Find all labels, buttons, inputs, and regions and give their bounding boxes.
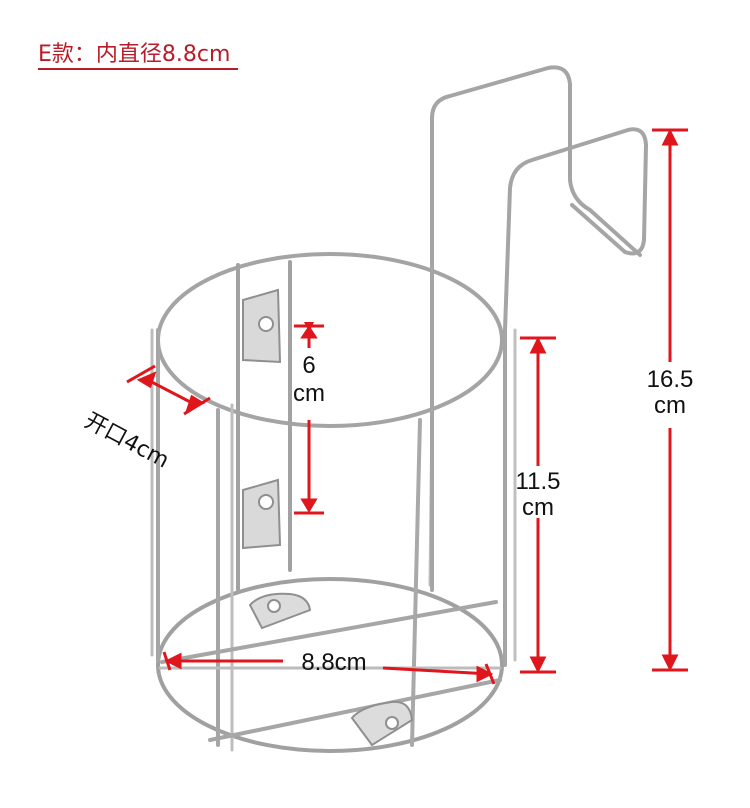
page-title: E款：内直径8.8cm <box>38 42 231 67</box>
wire-frame <box>150 65 648 753</box>
mount-tab-base-front <box>350 700 414 747</box>
holder-height-value-label: 11.5 <box>515 468 561 495</box>
hook-front <box>503 127 648 667</box>
mount-tab-middle <box>242 478 282 550</box>
top-gap-unit-label: cm <box>293 380 325 407</box>
diameter-label: 8.8cm <box>301 649 367 676</box>
holder-height-unit-label: cm <box>522 494 554 521</box>
dimension-markers <box>126 128 688 685</box>
total-height-value-label: 16.5 <box>646 366 694 393</box>
total-height-unit-label: cm <box>654 392 686 419</box>
mount-tabs <box>242 288 414 747</box>
top-gap-value-label: 6 <box>302 352 316 379</box>
title-underline <box>38 68 238 70</box>
mount-tab-base-back <box>248 592 312 630</box>
bottom-ring <box>156 577 504 753</box>
hook-back <box>430 65 642 592</box>
